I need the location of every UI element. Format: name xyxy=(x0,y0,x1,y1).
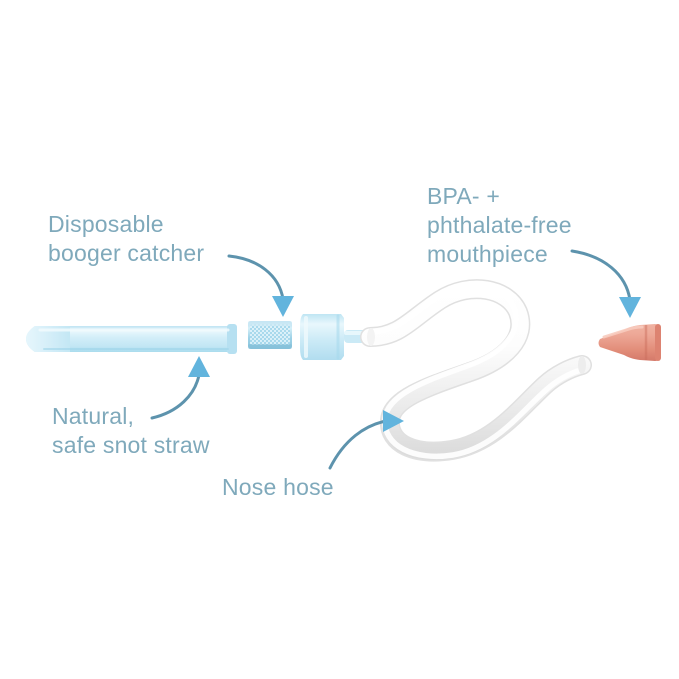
part-filter xyxy=(248,321,292,349)
arrow-to-straw xyxy=(150,356,210,420)
label-natural-safe-snot-straw: Natural, safe snot straw xyxy=(52,403,210,458)
arrow-to-filter xyxy=(227,254,294,317)
part-cap xyxy=(300,314,368,360)
part-hose xyxy=(360,279,592,462)
arrow-to-hose xyxy=(328,410,404,470)
arrow-to-mouthpiece xyxy=(570,249,641,318)
part-straw xyxy=(26,324,237,354)
label-disposable-booger-catcher: Disposable booger catcher xyxy=(48,211,205,266)
label-bpa-phthalate-free-mouthpiece: BPA- + phthalate-free mouthpiece xyxy=(427,183,572,267)
part-mouthpiece xyxy=(598,324,661,361)
label-nose-hose: Nose hose xyxy=(222,474,334,500)
